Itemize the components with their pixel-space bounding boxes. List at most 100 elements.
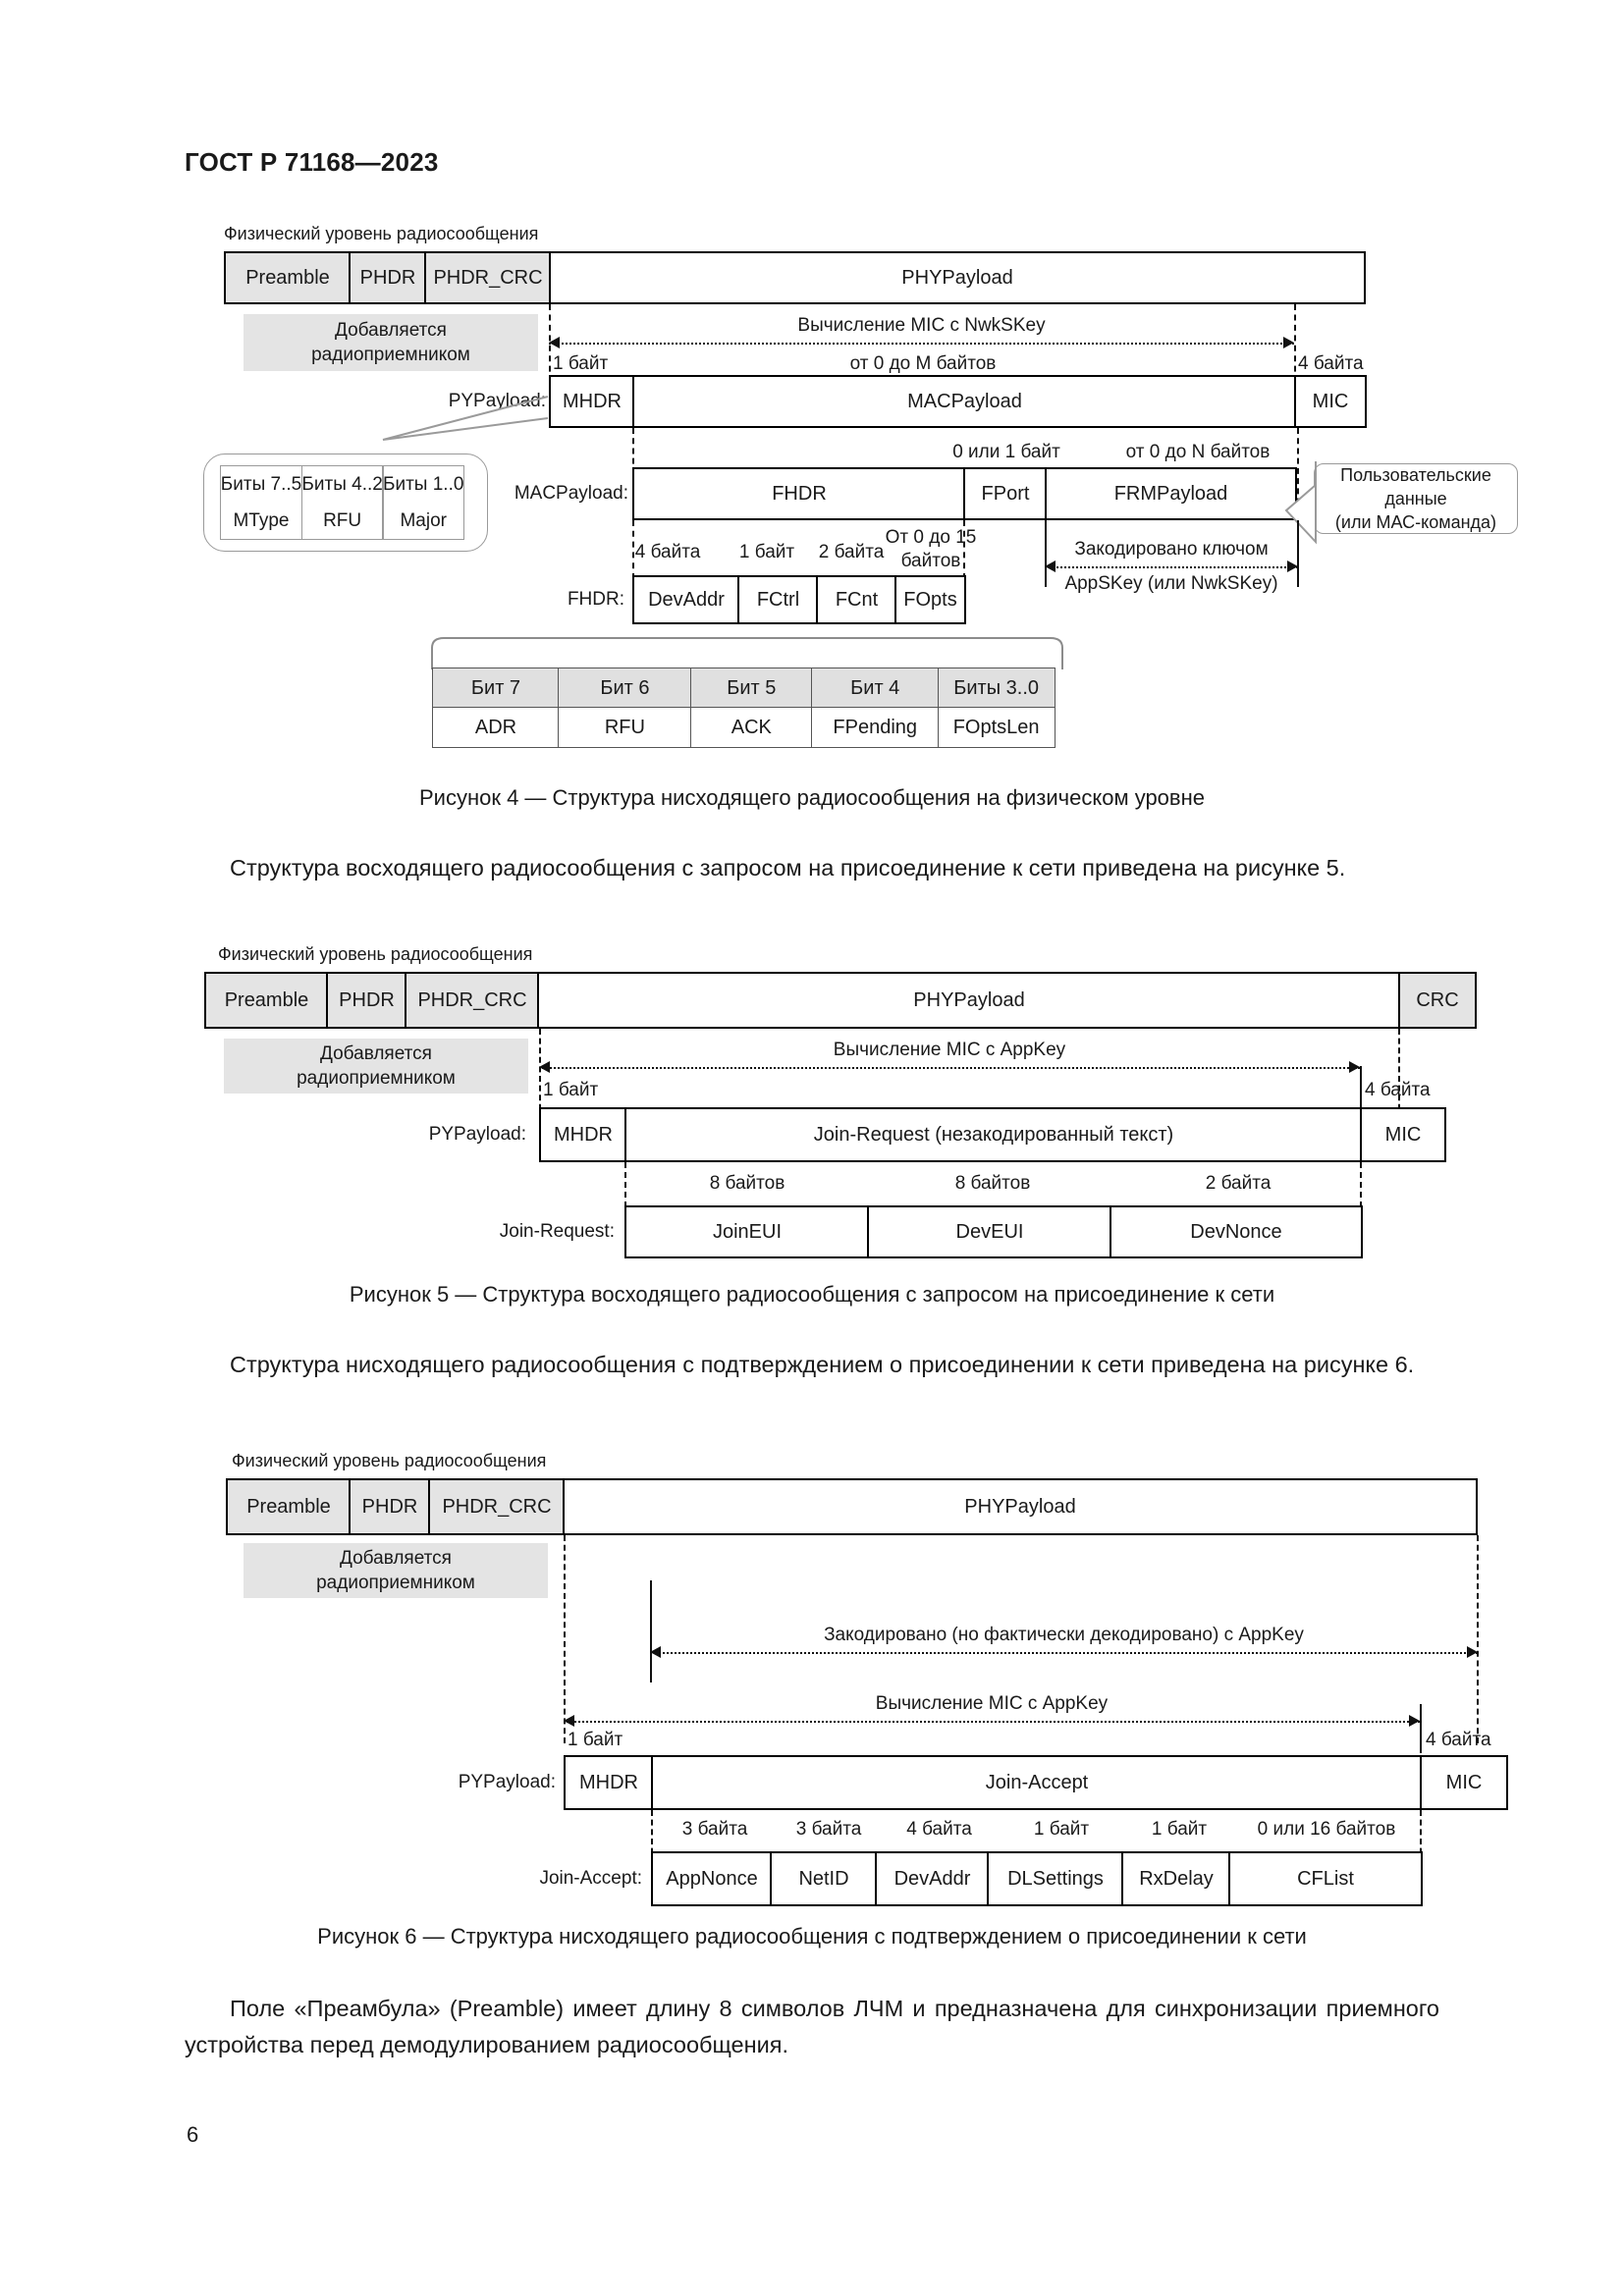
fig6-rxdelay-box: RxDelay	[1121, 1851, 1231, 1906]
fig5-mic-calc-arrow: Вычисление MIC с AppKey	[539, 1040, 1360, 1073]
fig4-mhdr-name-0: MType	[233, 509, 290, 531]
fig4-fhdr-size-2: 2 байта	[818, 542, 885, 562]
fig4-fctrl-header-row: Бит 7 Бит 6 Бит 5 Бит 4 Биты 3..0	[432, 667, 1056, 709]
fig5-size-2: 2 байта	[1205, 1173, 1272, 1194]
fig5-deveui-box: DevEUI	[867, 1205, 1112, 1258]
fig4-fctrl-h-0: Бит 7	[432, 667, 560, 709]
fig4-fctrl-bits-table: Бит 7 Бит 6 Бит 5 Бит 4 Биты 3..0 ADR RF…	[432, 667, 1056, 749]
fig4-encoded-key-arrow: Закодировано ключом AppSKey (или NwkSKey…	[1045, 539, 1298, 594]
fig4-fctrl-h-1: Бит 6	[558, 667, 692, 709]
caption-figure-4: Рисунок 4 — Структура нисходящего радиос…	[418, 785, 1205, 810]
fig6-size-0: 3 байта	[681, 1819, 748, 1840]
fig4-fhdr-size-0: 4 байта	[634, 542, 701, 562]
fig4-encoded-key-l1: Закодировано ключом	[1074, 539, 1269, 560]
fig4-user-data-line1: Пользовательские	[1340, 465, 1491, 485]
fig4-mic-box: MIC	[1294, 375, 1367, 428]
fig6-netid-box: NetID	[770, 1851, 878, 1906]
fig6-preamble-box: Preamble	[226, 1478, 352, 1535]
fig4-len-frmpayload: от 0 до N байтов	[1125, 442, 1271, 462]
fig5-crc-box: CRC	[1398, 972, 1477, 1029]
fig4-fhdr-size-3: От 0 до 15 байтов	[872, 526, 990, 573]
fig5-mic-calc-label: Вычисление MIC с AppKey	[833, 1040, 1066, 1060]
fig6-join-accept-box: Join-Accept	[651, 1755, 1423, 1810]
fig6-mic-box: MIC	[1420, 1755, 1508, 1810]
fig4-guide-fhdr-right	[963, 520, 965, 579]
paragraph-3-text: Поле «Преамбула» (Preamble) имеет длину …	[185, 1996, 1439, 2057]
fig6-devaddr-box: DevAddr	[875, 1851, 990, 1906]
fig4-pypayload-label: PYPayload:	[448, 391, 546, 411]
fig6-guide-ja-right	[1420, 1810, 1422, 1873]
fig5-added-line1: Добавляется	[320, 1043, 432, 1064]
fig4-len-mic: 4 байта	[1298, 353, 1364, 374]
fig6-added-by-receiver-note: Добавляется радиоприемником	[244, 1543, 548, 1598]
fig5-phdr-crc-box: PHDR_CRC	[405, 972, 540, 1029]
fig5-join-request-box: Join-Request (незакодированный текст)	[624, 1107, 1363, 1162]
fig5-added-line2: радиоприемником	[297, 1068, 456, 1089]
fig6-phdr-crc-box: PHDR_CRC	[428, 1478, 566, 1535]
fig4-fctrl-value-row: ADR RFU ACK FPending FOptsLen	[432, 707, 1056, 749]
fig4-user-data-leader	[1284, 461, 1317, 545]
fig4-mhdr-bits-callout	[203, 454, 488, 552]
fig5-mic-tick	[1360, 1066, 1362, 1117]
page-number: 6	[187, 2122, 199, 2147]
fig4-fhdr-size-3-l2: байтов	[900, 551, 961, 571]
fig5-join-request-label: Join-Request:	[499, 1221, 615, 1242]
fig4-phy-layer-title: Физический уровень радиосообщения	[224, 224, 539, 243]
fig4-fctrl-box: FCtrl	[737, 575, 819, 624]
fig4-guide-left	[549, 304, 551, 402]
fig4-mhdr-bits-0: Биты 7..5	[220, 473, 302, 495]
fig4-fctrl-v-1: RFU	[558, 707, 692, 749]
fig4-guide-mac-right	[1297, 428, 1299, 524]
fig6-join-accept-label: Join-Accept:	[539, 1868, 642, 1889]
fig4-fcnt-box: FCnt	[816, 575, 897, 624]
fig6-phdr-box: PHDR	[349, 1478, 431, 1535]
fig4-added-by-receiver-note: Добавляется радиоприемником	[244, 314, 538, 371]
fig4-macpayload-box: MACPayload	[632, 375, 1297, 428]
fig4-user-data-callout: Пользовательские данные (или МАС-команда…	[1314, 463, 1518, 534]
fig5-mhdr-box: MHDR	[539, 1107, 627, 1162]
fig4-mhdr-bit-cell: Биты 4..2 RFU	[300, 465, 384, 540]
fig4-mhdr-name-2: Major	[400, 509, 447, 531]
fig4-mhdr-name-1: RFU	[323, 509, 362, 531]
fig4-fport-box: FPort	[963, 467, 1048, 520]
fig5-phdr-box: PHDR	[326, 972, 407, 1029]
fig4-mhdr-box: MHDR	[549, 375, 635, 428]
fig6-guide-left	[564, 1535, 566, 1743]
fig4-frmpayload-box: FRMPayload	[1045, 467, 1297, 520]
fig5-guide-jr-left	[624, 1162, 626, 1227]
fig6-mic-tick	[1420, 1704, 1422, 1753]
fig5-mic-box: MIC	[1360, 1107, 1446, 1162]
fig4-guide-fhdr-left	[632, 520, 634, 579]
fig4-mic-calc-label: Вычисление MIC с NwkSKey	[797, 315, 1046, 336]
fig5-size-1: 8 байтов	[954, 1173, 1031, 1194]
fig6-added-line1: Добавляется	[340, 1548, 452, 1569]
fig5-phy-layer-title: Физический уровень радиосообщения	[218, 944, 533, 964]
fig4-fopts-box: FOpts	[894, 575, 966, 624]
fig4-len-macpayload: от 0 до M байтов	[849, 353, 997, 374]
fig4-macpayload-label: MACPayload:	[514, 483, 628, 504]
fig6-phypayload-box: PHYPayload	[563, 1478, 1478, 1535]
caption-figure-6: Рисунок 6 — Структура нисходящего радиос…	[317, 1924, 1307, 1949]
fig4-user-data-line3: (или МАС-команда)	[1334, 512, 1497, 532]
fig6-dlsettings-box: DLSettings	[987, 1851, 1124, 1906]
fig4-phdr-crc-box: PHDR_CRC	[424, 251, 552, 304]
fig4-mhdr-bit-cell: Биты 1..0 Major	[382, 465, 465, 540]
fig4-callout-leader	[382, 396, 549, 441]
fig4-fhdr-size-3-l1: От 0 до 15	[885, 527, 977, 548]
fig5-added-by-receiver-note: Добавляется радиоприемником	[224, 1039, 528, 1094]
fig4-user-data-line2: данные	[1384, 489, 1447, 508]
fig5-phypayload-box: PHYPayload	[537, 972, 1401, 1029]
fig6-len-mic: 4 байта	[1426, 1730, 1491, 1750]
fig6-size-3: 1 байт	[1033, 1819, 1090, 1840]
fig4-fctrl-v-2: ACK	[689, 707, 813, 749]
fig4-fctrl-v-0: ADR	[432, 707, 560, 749]
fig5-len-mic: 4 байта	[1365, 1080, 1431, 1100]
fig6-size-1: 3 байта	[795, 1819, 862, 1840]
fig4-fctrl-h-3: Бит 4	[811, 667, 940, 709]
fig6-enc-tick	[650, 1580, 652, 1682]
fig5-preamble-box: Preamble	[204, 972, 329, 1029]
fig5-pypayload-label: PYPayload:	[428, 1124, 526, 1145]
fig4-enc-tick-left	[1045, 520, 1047, 587]
fig4-mic-calc-arrow: Вычисление MIC с NwkSKey	[549, 315, 1294, 348]
fig4-fhdr-size-1: 1 байт	[738, 542, 795, 562]
